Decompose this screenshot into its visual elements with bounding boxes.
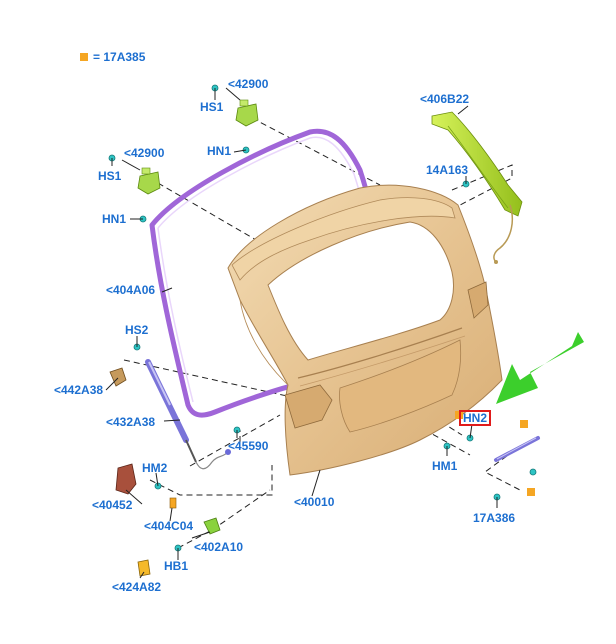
- label-hs2: HS2: [125, 323, 149, 337]
- label-hs1-left: HS1: [98, 169, 122, 183]
- wire-harness: [195, 451, 229, 470]
- spoiler-harness: [493, 204, 513, 263]
- liftgate: [227, 184, 503, 476]
- label-42900-top: <42900: [228, 77, 269, 91]
- side-bar: [494, 436, 540, 462]
- label-17a386: 17A386: [473, 511, 515, 525]
- label-404c04: <404C04: [144, 519, 193, 533]
- label-42900-left: <42900: [124, 146, 165, 160]
- latch: [115, 463, 137, 495]
- label-40010: <40010: [294, 495, 335, 509]
- label-442a38: <442A38: [54, 383, 103, 397]
- label-hn1-top: HN1: [207, 144, 231, 158]
- label-hb1: HB1: [164, 559, 188, 573]
- label-402a10: <402A10: [194, 540, 243, 554]
- legend-swatch: [80, 53, 88, 61]
- hn2-highlight-box: [459, 410, 491, 426]
- legend: = 17A385: [80, 50, 146, 64]
- rear-spoiler: [431, 111, 523, 263]
- legend-text: = 17A385: [93, 50, 146, 64]
- label-hm2: HM2: [142, 461, 168, 475]
- part-labels: <42900 HS1 HN1 <42900 HS1 HN1 <406B22 14…: [54, 77, 515, 594]
- gas-strut: [145, 359, 197, 463]
- label-406b22: <406B22: [420, 92, 469, 106]
- release-switch: [203, 517, 221, 535]
- leader-lines: [105, 87, 498, 579]
- bumper-stop: [137, 559, 151, 577]
- label-14a163: 14A163: [426, 163, 468, 177]
- label-hn2: HN2: [463, 411, 487, 425]
- label-40452: <40452: [92, 498, 133, 512]
- hinge-top: [235, 99, 259, 127]
- label-432a38: <432A38: [106, 415, 155, 429]
- label-404a06: <404A06: [106, 283, 155, 297]
- label-hs1-top: HS1: [200, 100, 224, 114]
- latch-actuator: [169, 497, 177, 509]
- label-45590: <45590: [228, 439, 269, 453]
- label-hn1-left: HN1: [102, 212, 126, 226]
- liftgate-lower-panel: [339, 339, 462, 433]
- hinge-left: [137, 167, 161, 195]
- label-424a82: <424A82: [112, 580, 161, 594]
- label-hm1: HM1: [432, 459, 458, 473]
- green-pointer-arrow: [496, 332, 584, 404]
- liftgate-window-opening: [267, 221, 454, 361]
